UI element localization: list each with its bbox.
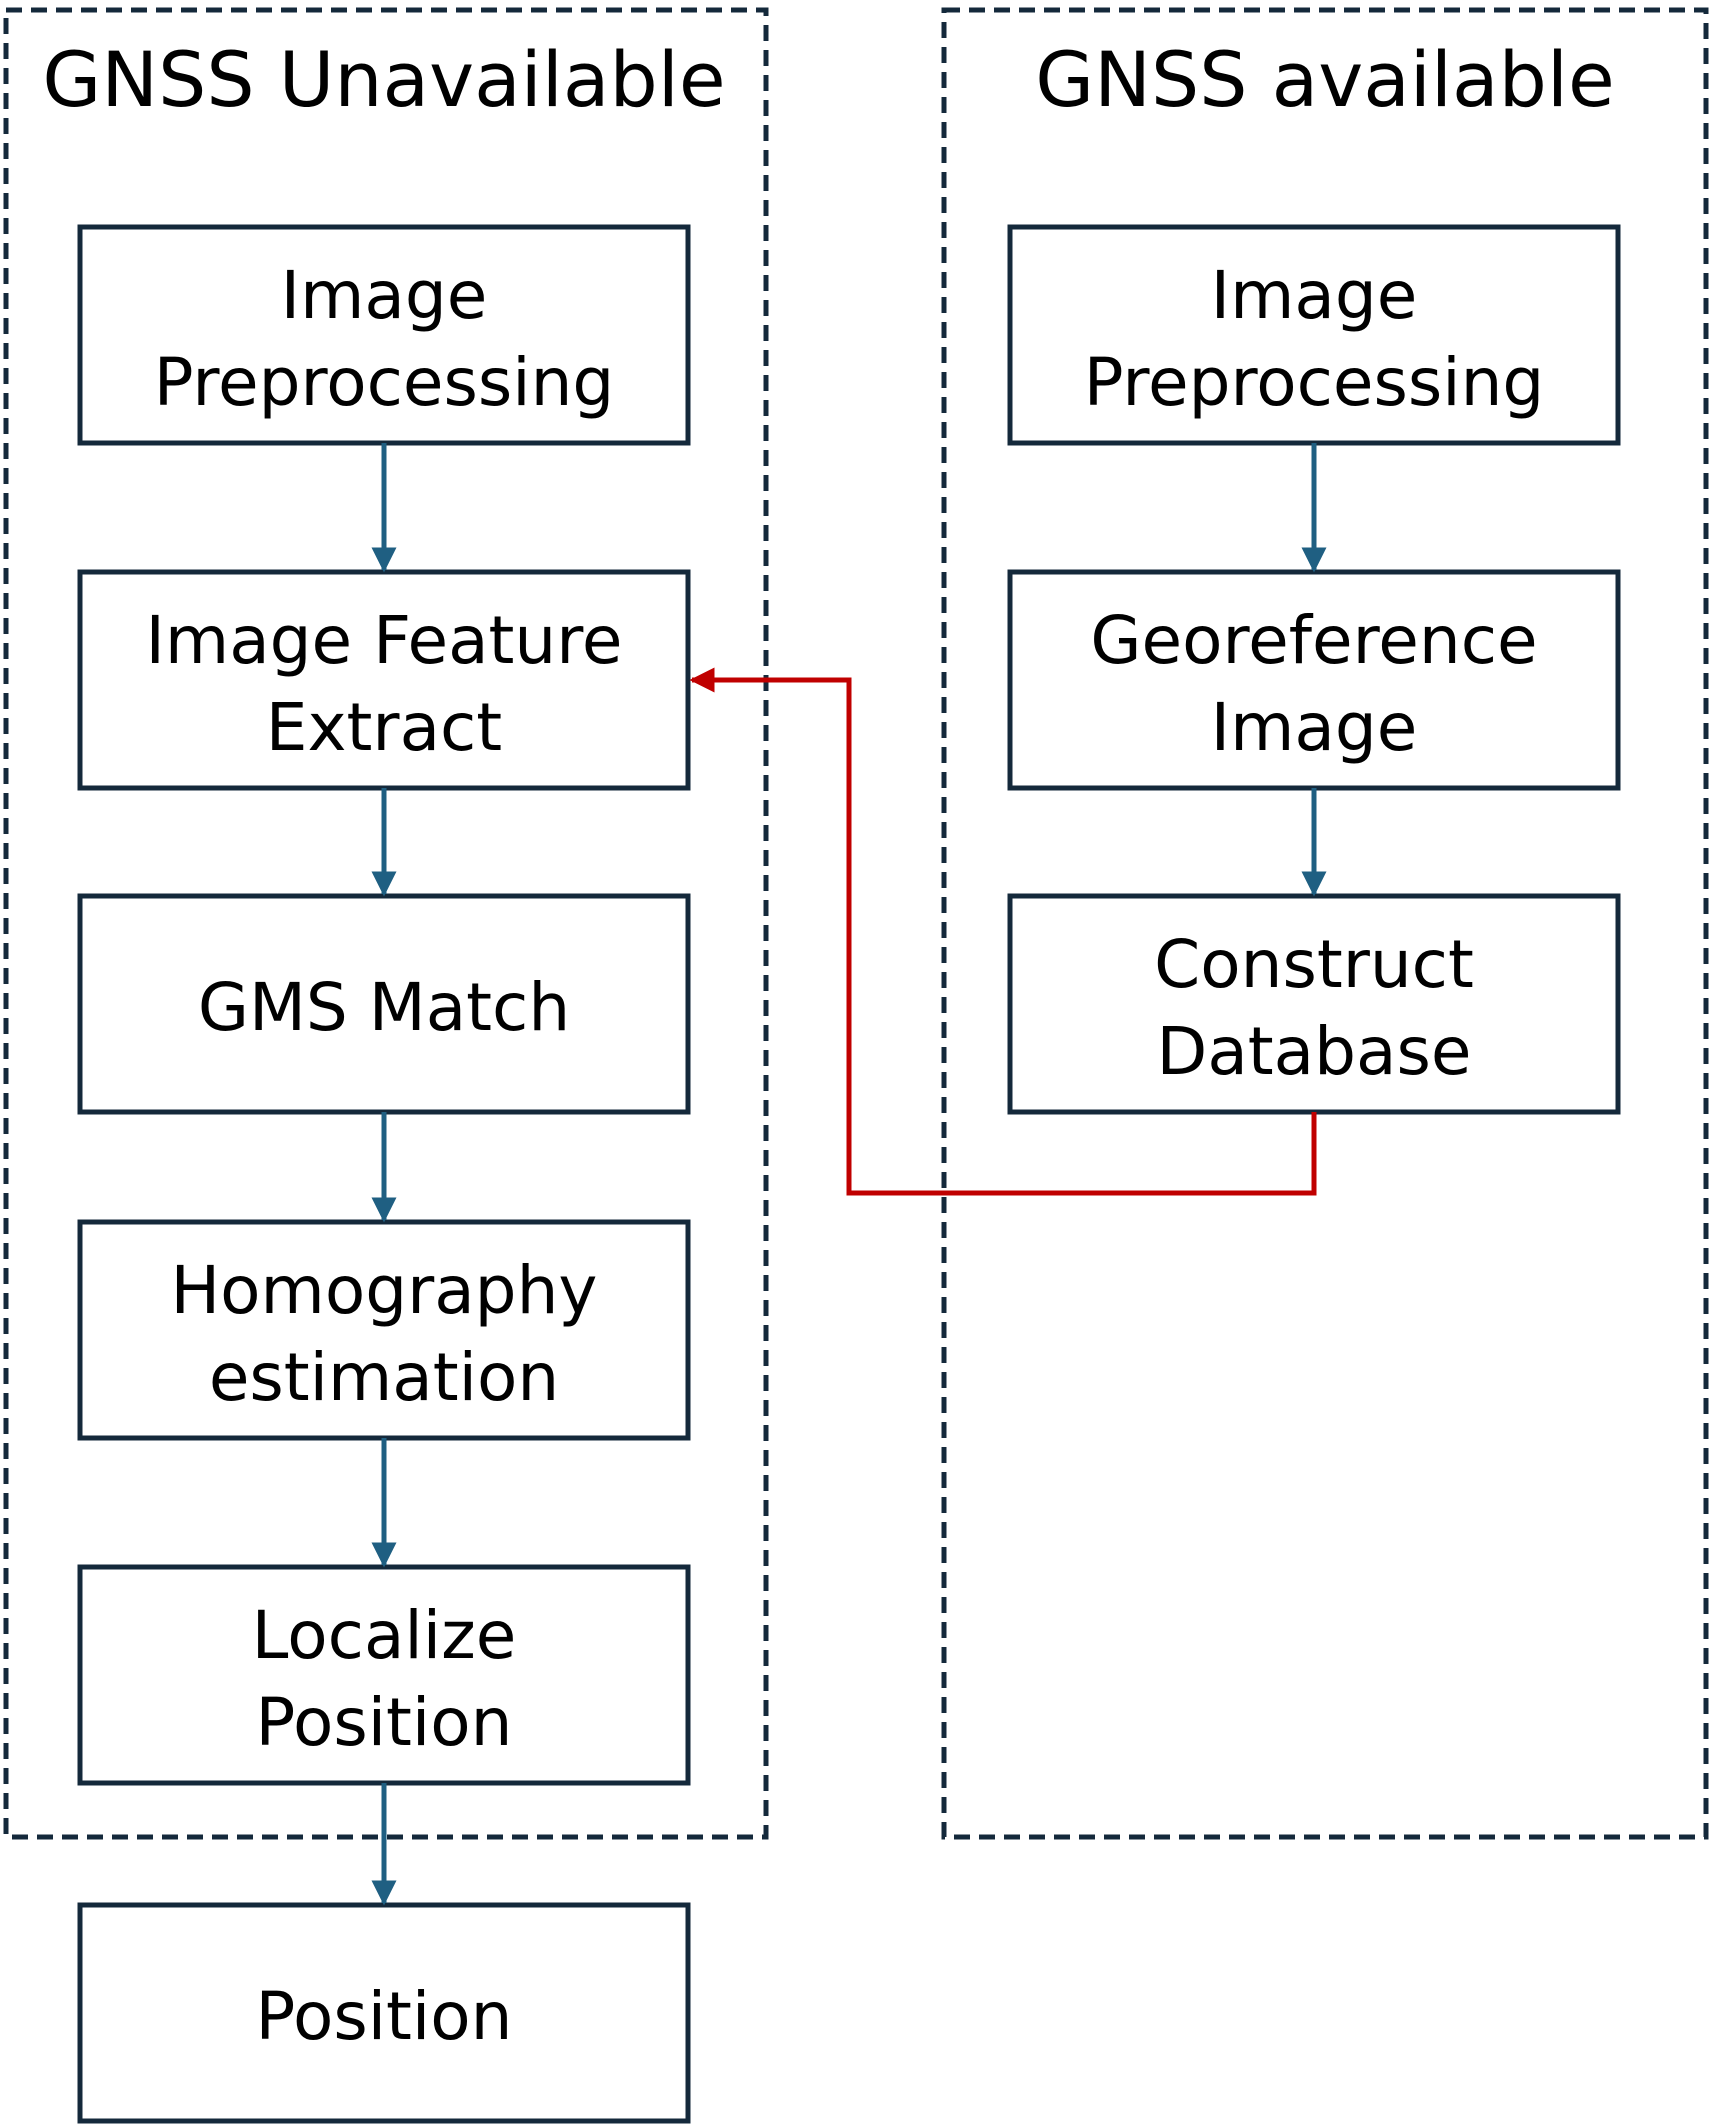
- step-image-preprocessing-left: Image Preprocessing: [77, 224, 691, 446]
- step-label: Image Feature: [145, 602, 622, 679]
- step-label: Position: [256, 1684, 513, 1761]
- step-label: Image: [1211, 257, 1418, 334]
- step-label: Database: [1157, 1013, 1472, 1090]
- step-localize-position: Localize Position: [77, 1564, 691, 1786]
- step-gms-match: GMS Match: [77, 893, 691, 1115]
- gnss-unavailable-title: GNSS Unavailable: [42, 35, 725, 124]
- step-construct-database: Construct Database: [1007, 893, 1621, 1115]
- step-image-feature-extract: Image Feature Extract: [77, 569, 691, 791]
- step-position-output: Position: [77, 1902, 691, 2124]
- gnss-unavailable-group: [3, 7, 769, 1840]
- step-label: Localize: [252, 1597, 517, 1674]
- step-label: Image: [1211, 689, 1418, 766]
- step-label: Construct: [1154, 926, 1474, 1003]
- step-homography-estimation: Homography estimation: [77, 1219, 691, 1441]
- step-label: Georeference: [1090, 602, 1537, 679]
- gnss-available-title: GNSS available: [1035, 35, 1614, 124]
- step-georeference-image: Georeference Image: [1007, 569, 1621, 791]
- step-label: Preprocessing: [154, 344, 615, 421]
- gnss-available-group: [941, 7, 1709, 1840]
- step-label: Position: [256, 1978, 513, 2055]
- step-label: Preprocessing: [1084, 344, 1545, 421]
- step-label: GMS Match: [198, 969, 570, 1046]
- step-label: Extract: [266, 689, 502, 766]
- arrow-database-to-feature-extract: [689, 667, 1317, 1196]
- step-label: estimation: [209, 1339, 559, 1416]
- step-label: Image: [281, 257, 488, 334]
- step-image-preprocessing-right: Image Preprocessing: [1007, 224, 1621, 446]
- step-label: Homography: [171, 1252, 598, 1329]
